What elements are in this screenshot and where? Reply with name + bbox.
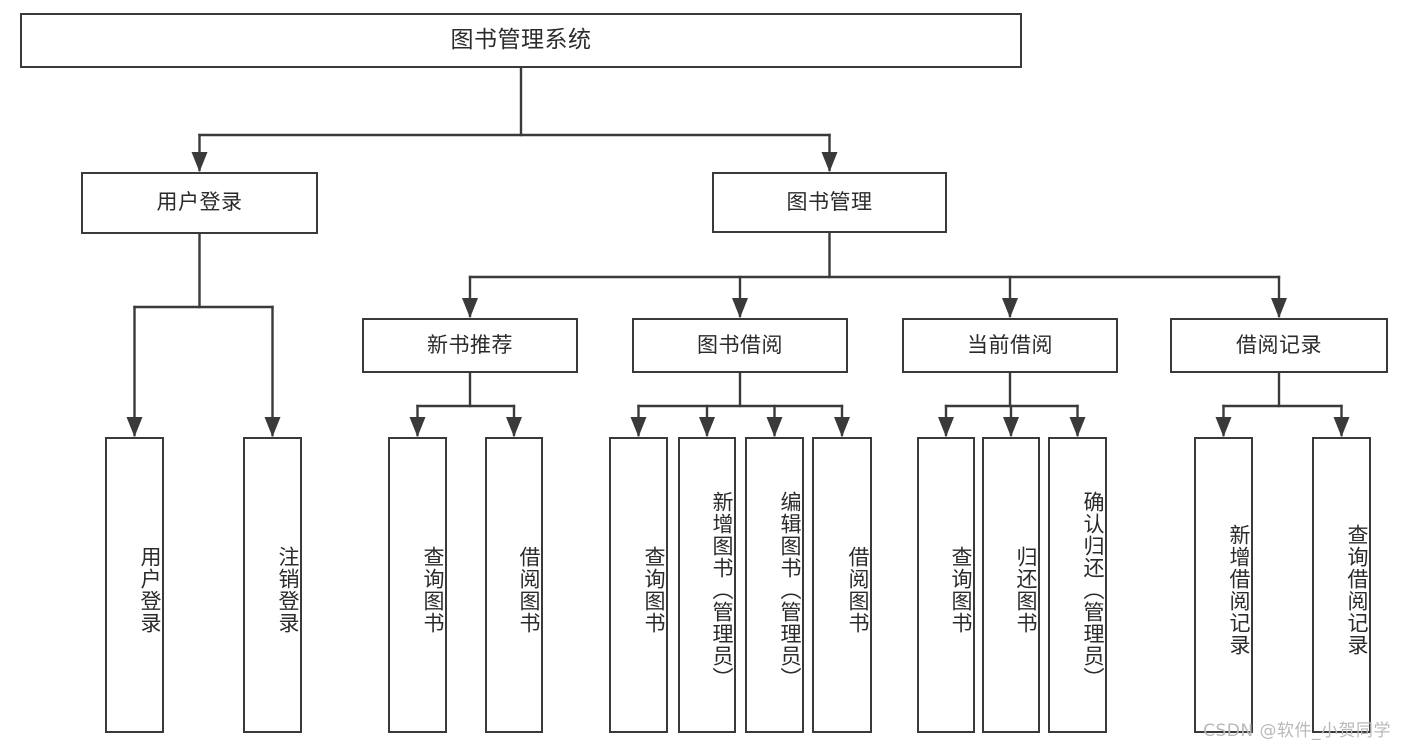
arrowhead-icon: [834, 417, 850, 437]
arrowhead-icon: [1069, 417, 1086, 437]
node-label: 查询借阅记录: [1345, 524, 1369, 656]
node-label: 查询图书: [421, 546, 445, 634]
watermark: CSDN @软件_小贺同学: [1203, 721, 1391, 741]
arrowhead-icon: [409, 417, 426, 437]
node-label: 借阅图书: [517, 546, 541, 634]
node-label: 查询图书: [949, 546, 973, 634]
node-label: 编辑图书（管理员）: [778, 491, 802, 689]
node-borrow[interactable]: 图书借阅: [632, 318, 848, 373]
node-leaf-current-return[interactable]: 归还图书: [982, 437, 1040, 733]
node-leaf-record-query[interactable]: 查询借阅记录: [1312, 437, 1371, 733]
arrowhead-icon: [1215, 417, 1232, 437]
node-leaf-current-confirm[interactable]: 确认归还（管理员）: [1048, 437, 1107, 733]
node-leaf-logout[interactable]: 注销登录: [243, 437, 302, 733]
arrowhead-icon: [821, 152, 838, 172]
node-current[interactable]: 当前借阅: [902, 318, 1118, 373]
node-label: 新增图书（管理员）: [710, 491, 734, 689]
arrowhead-icon: [732, 298, 748, 318]
node-label: 新增借阅记录: [1227, 524, 1251, 656]
node-root[interactable]: 图书管理系统: [20, 13, 1022, 68]
node-leaf-newbook-borrow[interactable]: 借阅图书: [485, 437, 543, 733]
node-leaf-user-login[interactable]: 用户登录: [105, 437, 164, 733]
node-record[interactable]: 借阅记录: [1170, 318, 1388, 373]
arrowhead-icon: [1333, 417, 1350, 437]
node-leaf-current-query[interactable]: 查询图书: [917, 437, 975, 733]
node-label: 确认归还（管理员）: [1081, 491, 1105, 689]
node-leaf-borrow-add[interactable]: 新增图书（管理员）: [678, 437, 736, 733]
node-newbook[interactable]: 新书推荐: [362, 318, 578, 373]
arrowhead-icon: [699, 417, 715, 437]
arrowhead-icon: [1271, 298, 1287, 318]
node-leaf-newbook-query[interactable]: 查询图书: [388, 437, 447, 733]
arrowhead-icon: [126, 417, 143, 437]
node-label: 图书管理系统: [450, 26, 592, 53]
arrowhead-icon: [630, 417, 647, 437]
arrowhead-icon: [462, 298, 478, 318]
node-label: 用户登录: [156, 190, 243, 215]
node-label: 借阅记录: [1236, 332, 1322, 357]
node-label: 用户登录: [138, 546, 162, 634]
node-label: 归还图书: [1014, 546, 1038, 634]
node-leaf-borrow-edit[interactable]: 编辑图书（管理员）: [745, 437, 804, 733]
node-label: 图书管理: [786, 189, 873, 214]
node-label: 借阅图书: [846, 546, 870, 634]
arrowhead-icon: [1003, 417, 1019, 437]
node-label: 查询图书: [642, 546, 666, 634]
arrowhead-icon: [191, 152, 208, 172]
arrowhead-icon: [1002, 298, 1018, 318]
node-label: 当前借阅: [967, 332, 1053, 357]
node-leaf-borrow-query[interactable]: 查询图书: [609, 437, 668, 733]
arrowhead-icon: [506, 417, 522, 437]
node-leaf-record-add[interactable]: 新增借阅记录: [1194, 437, 1253, 733]
node-leaf-borrow-lend[interactable]: 借阅图书: [812, 437, 872, 733]
node-label: 新书推荐: [427, 332, 513, 357]
node-label: 注销登录: [276, 546, 300, 634]
arrowhead-icon: [264, 417, 281, 437]
node-bookmgmt[interactable]: 图书管理: [712, 172, 947, 233]
node-login[interactable]: 用户登录: [81, 172, 318, 234]
arrowhead-icon: [938, 417, 954, 437]
node-label: 图书借阅: [697, 332, 783, 357]
arrowhead-icon: [766, 417, 783, 437]
